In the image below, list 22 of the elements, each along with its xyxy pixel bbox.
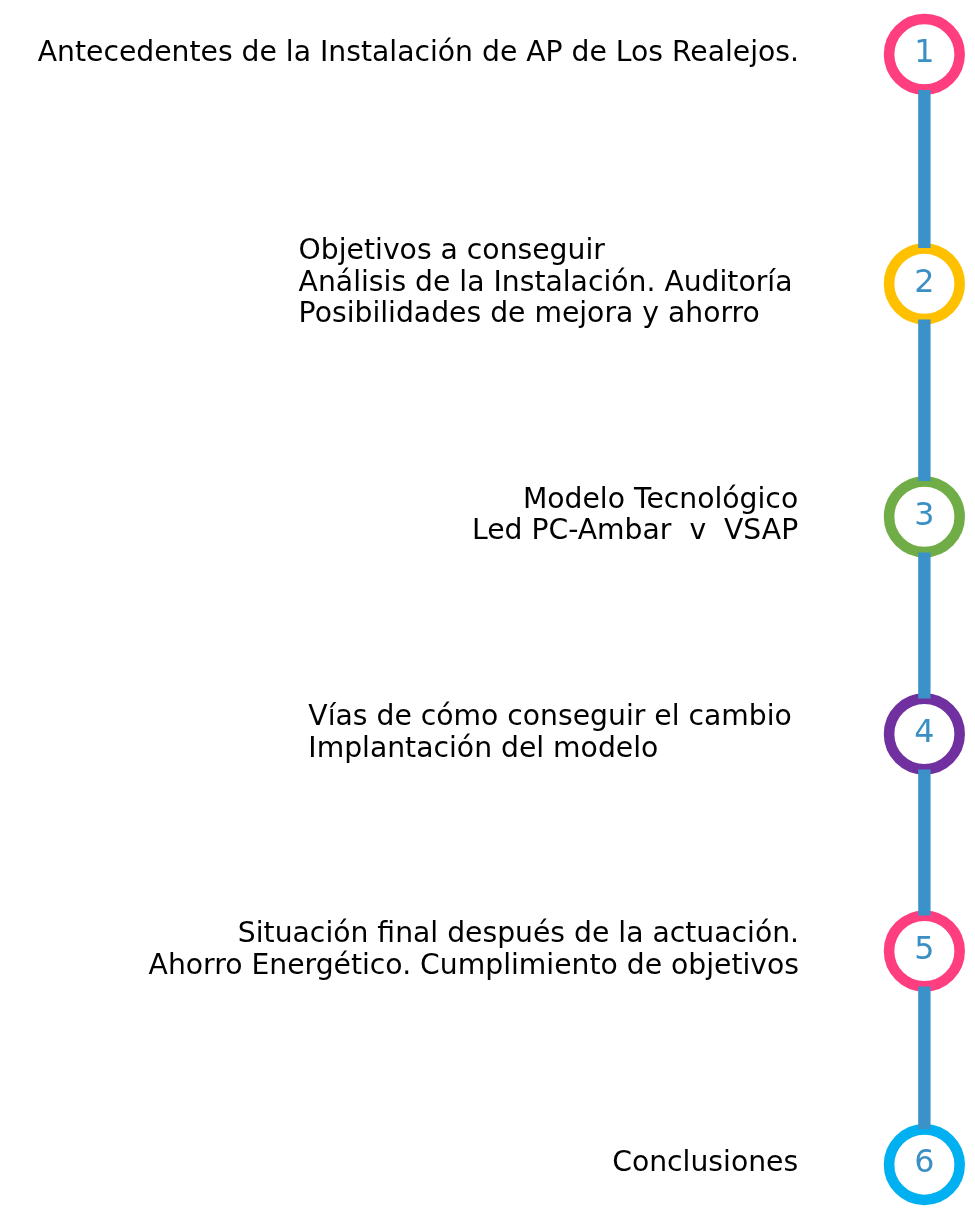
node-circle: 5 — [883, 910, 965, 992]
node-circle: 3 — [883, 476, 965, 558]
node-label: Led PC-Ambar v VSAP — [471, 513, 799, 547]
connector — [918, 986, 931, 1130]
node-label: Posibilidades de mejora y ahorro — [298, 296, 760, 330]
node-circle: 2 — [883, 243, 965, 325]
connector — [918, 319, 931, 482]
node-label: Análisis de la Instalación. Auditoría — [298, 264, 793, 298]
node-circle: 6 — [883, 1124, 965, 1206]
node-label: Ahorro Energético. Cumplimiento de objetivos — [148, 947, 800, 981]
node-circle: 1 — [883, 13, 965, 95]
connector — [918, 769, 931, 916]
connector — [918, 552, 931, 699]
node-circle: 4 — [883, 693, 965, 775]
node-label: Implantación del modelo — [308, 730, 659, 764]
node-label: Objetivos a conseguir — [298, 232, 605, 266]
node-label: Situación final después de la actuación. — [237, 915, 800, 949]
connector — [918, 89, 931, 248]
node-label: Vías de cómo conseguir el cambio — [308, 698, 792, 732]
node-label: Conclusiones — [612, 1145, 799, 1179]
node-label: Antecedentes de la Instalación de AP de Los Realejos. — [37, 35, 800, 69]
node-label: Modelo Tecnológico — [522, 481, 799, 515]
